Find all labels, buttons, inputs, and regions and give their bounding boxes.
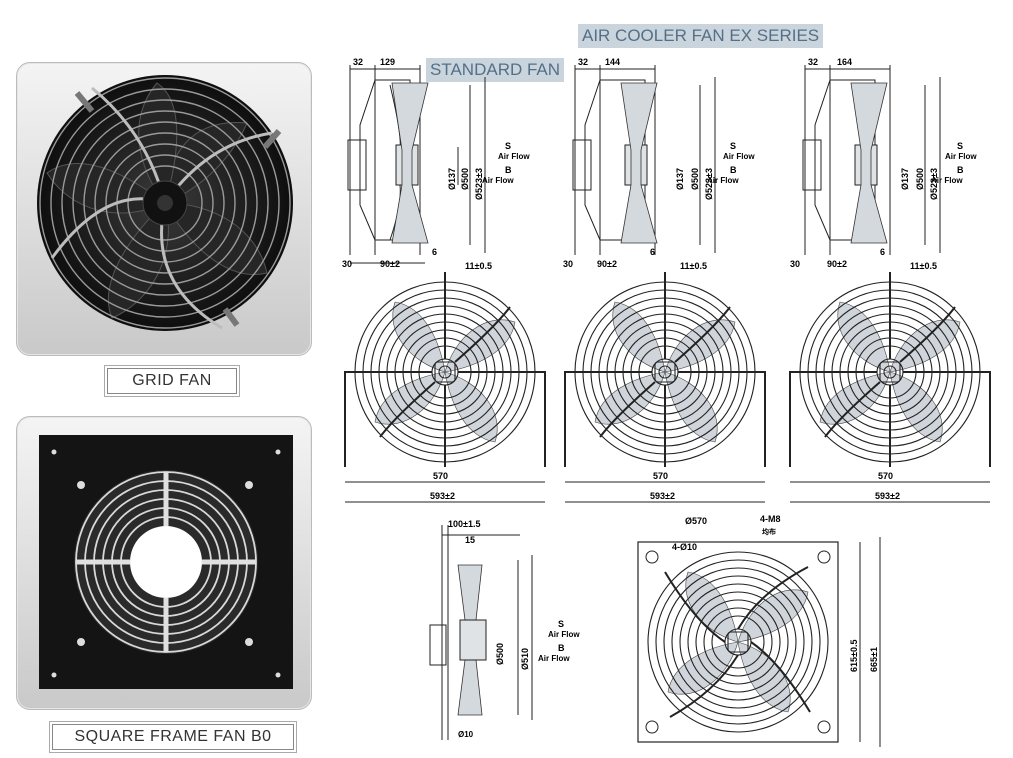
dim-bottom-right: 6 [880, 247, 885, 257]
dim-inner: 570 [878, 471, 893, 481]
dim-inner: 570 [433, 471, 448, 481]
flow-s-label: Air Flow [945, 152, 977, 161]
dim-top-b: 129 [380, 57, 395, 67]
front-view-2: 11±0.5 570 593±2 [564, 262, 766, 503]
grid-fan-photo [37, 75, 293, 331]
flow-b-label: Air Flow [482, 176, 514, 185]
dim-outer: 593±2 [650, 491, 675, 501]
side-view-3: 32 164 Ø137 Ø500 Ø523±3 S Air Flow B Air… [790, 57, 977, 269]
dim-hub: Ø137 [900, 168, 910, 190]
front-view-1: 11±0.5 570 593±2 [344, 262, 546, 503]
flow-b: B [558, 643, 565, 653]
dim-blade: Ø500 [915, 168, 925, 190]
dim-top2: 15 [465, 535, 475, 545]
flow-s-label: Air Flow [723, 152, 755, 161]
dim-pitch: 615±0.5 [849, 640, 859, 672]
dim-screw-note: 均布 [762, 527, 776, 536]
dim-bottom-left: 30 [563, 259, 573, 269]
section-label: STANDARD FAN [426, 58, 565, 82]
flow-b: B [505, 165, 512, 175]
flow-s: S [558, 619, 564, 629]
front-view-3: 11±0.5 570 593±2 [789, 262, 991, 503]
square-fan-caption: SQUARE FRAME FAN B0 [52, 724, 294, 750]
dim-guard: Ø510 [520, 648, 530, 670]
front-view-drawings: 11±0.5 570 593±2 11±0.5 570 593±2 11±0.5… [344, 262, 991, 503]
dim-slot: 11±0.5 [680, 262, 707, 271]
dim-bottom-mid: 90±2 [827, 259, 847, 269]
grid-fan-caption: GRID FAN [107, 368, 237, 394]
dim-guard: Ø570 [685, 516, 707, 526]
dim-bottom: Ø10 [458, 730, 474, 739]
dim-bottom-mid: 90±2 [380, 259, 400, 269]
dim-inner: 570 [653, 471, 668, 481]
dim-top-a: 32 [353, 57, 363, 67]
square-front-view: Ø570 4-Ø10 4-M8 均布 615±0.5 665±1 [637, 514, 881, 747]
dim-bottom-left: 30 [342, 259, 352, 269]
dim-slot: 11±0.5 [465, 262, 492, 271]
dim-bottom-right: 6 [432, 247, 437, 257]
dim-holes: 4-Ø10 [672, 542, 697, 552]
dim-top-a: 32 [808, 57, 818, 67]
flow-s-label: Air Flow [498, 152, 530, 161]
dim-bottom-right: 6 [650, 247, 655, 257]
dim-top-b: 164 [837, 57, 852, 67]
dim-size: 665±1 [869, 647, 879, 672]
series-title: AIR COOLER FAN EX SERIES [578, 24, 824, 48]
dim-hub: Ø137 [447, 168, 457, 190]
dim-bottom-mid: 90±2 [597, 259, 617, 269]
square-fan-photo [39, 435, 293, 689]
dim-blade: Ø500 [495, 643, 505, 665]
flow-b: B [730, 165, 737, 175]
side-view-2: 32 144 Ø137 Ø500 Ø523±3 S Air Flow B Air… [563, 57, 755, 269]
dim-bottom-left: 30 [790, 259, 800, 269]
square-fan-photo-card [16, 416, 312, 710]
dim-slot: 11±0.5 [910, 262, 937, 271]
flow-b-label: Air Flow [538, 654, 570, 663]
dim-top: 100±1.5 [448, 519, 480, 529]
square-side-view: 100±1.5 15 Ø500 Ø510 S Air Flow B Air Fl… [429, 519, 580, 740]
flow-s: S [957, 141, 963, 151]
dim-hub: Ø137 [675, 168, 685, 190]
side-view-drawings: 32 129 Ø137 Ø500 Ø523±3 S Air Flow B Air… [342, 57, 977, 269]
dim-grid: Ø523±3 [704, 168, 714, 200]
dim-outer: 593±2 [875, 491, 900, 501]
flow-b-label: Air Flow [707, 176, 739, 185]
side-view-1: 32 129 Ø137 Ø500 Ø523±3 S Air Flow B Air… [342, 57, 530, 269]
dim-screws: 4-M8 [760, 514, 781, 524]
flow-b-label: Air Flow [931, 176, 963, 185]
flow-b: B [957, 165, 964, 175]
grid-fan-photo-card [16, 62, 312, 356]
dim-blade: Ø500 [690, 168, 700, 190]
dim-blade: Ø500 [460, 168, 470, 190]
flow-s-label: Air Flow [548, 630, 580, 639]
dim-grid: Ø523±3 [474, 168, 484, 200]
dim-top-b: 144 [605, 57, 620, 67]
flow-s: S [730, 141, 736, 151]
dim-grid: Ø523±3 [929, 168, 939, 200]
dim-outer: 593±2 [430, 491, 455, 501]
dim-top-a: 32 [578, 57, 588, 67]
flow-s: S [505, 141, 511, 151]
